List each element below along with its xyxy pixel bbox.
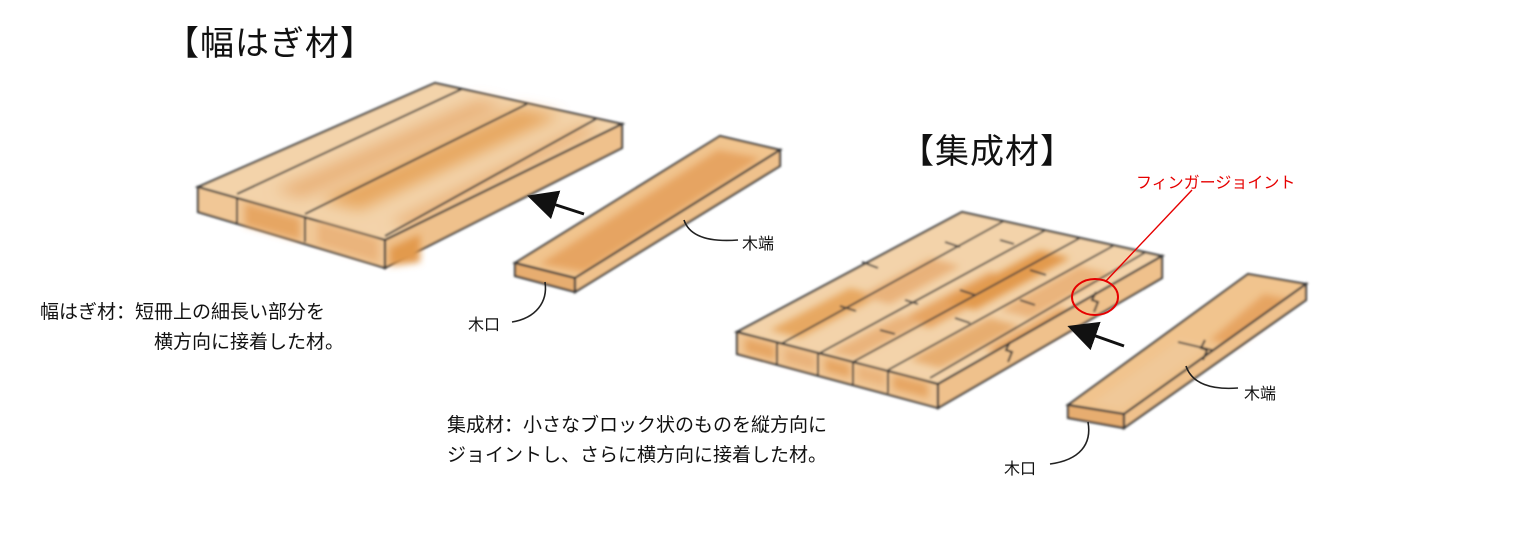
shusei-arrow	[1067, 321, 1125, 351]
shusei-desc-line1: 集成材：小さなブロック状のものを縦方向に	[447, 414, 828, 436]
shusei-strip-side	[1122, 281, 1308, 431]
hagi-kiba-leader	[683, 219, 739, 242]
hagi-koguchi-leader	[511, 281, 547, 323]
hagi-desc-line1: 幅はぎ材：短冊上の細長い部分を	[40, 301, 326, 323]
hagi-strip-side	[573, 148, 782, 294]
hagi-board	[194, 81, 626, 270]
hagi-seams	[236, 88, 597, 237]
hagi-side-face	[383, 122, 624, 270]
hagi-arrow	[527, 190, 585, 220]
shusei-board	[733, 210, 1166, 410]
shusei-koguchi-leader	[1049, 421, 1090, 465]
hagi-grain	[275, 100, 600, 228]
finger-joint-leader	[1105, 189, 1193, 282]
shusei-koguchi-label: 木口	[1004, 459, 1037, 478]
shusei-kiba-leader	[1185, 365, 1239, 390]
finger-joint-circle	[1071, 278, 1119, 316]
shusei-seams	[776, 220, 1147, 379]
hagi-description: 幅はぎ材：短冊上の細長い部分を 横方向に接着した材。	[40, 297, 344, 357]
shusei-side-face	[936, 254, 1164, 410]
hagi-kiba-label: 木端	[742, 234, 775, 253]
shusei-strip	[1065, 272, 1309, 431]
title-shusei: 【集成材】	[900, 132, 1075, 172]
shusei-desc-line2: ジョイントし、さらに横方向に接着した材。	[447, 444, 828, 466]
hagi-koguchi-label: 木口	[468, 315, 501, 334]
shusei-description: 集成材：小さなブロック状のものを縦方向に ジョイントし、さらに横方向に接着した材…	[447, 410, 827, 470]
title-hagi: 【幅はぎ材】	[165, 24, 375, 64]
shusei-kiba-label: 木端	[1244, 384, 1277, 403]
hagi-strip	[512, 134, 783, 294]
hagi-front-grain	[245, 203, 378, 262]
hagi-desc-line2: 横方向に接着した材。	[154, 331, 345, 353]
finger-joint-label: フィンガージョイント	[1136, 173, 1296, 192]
